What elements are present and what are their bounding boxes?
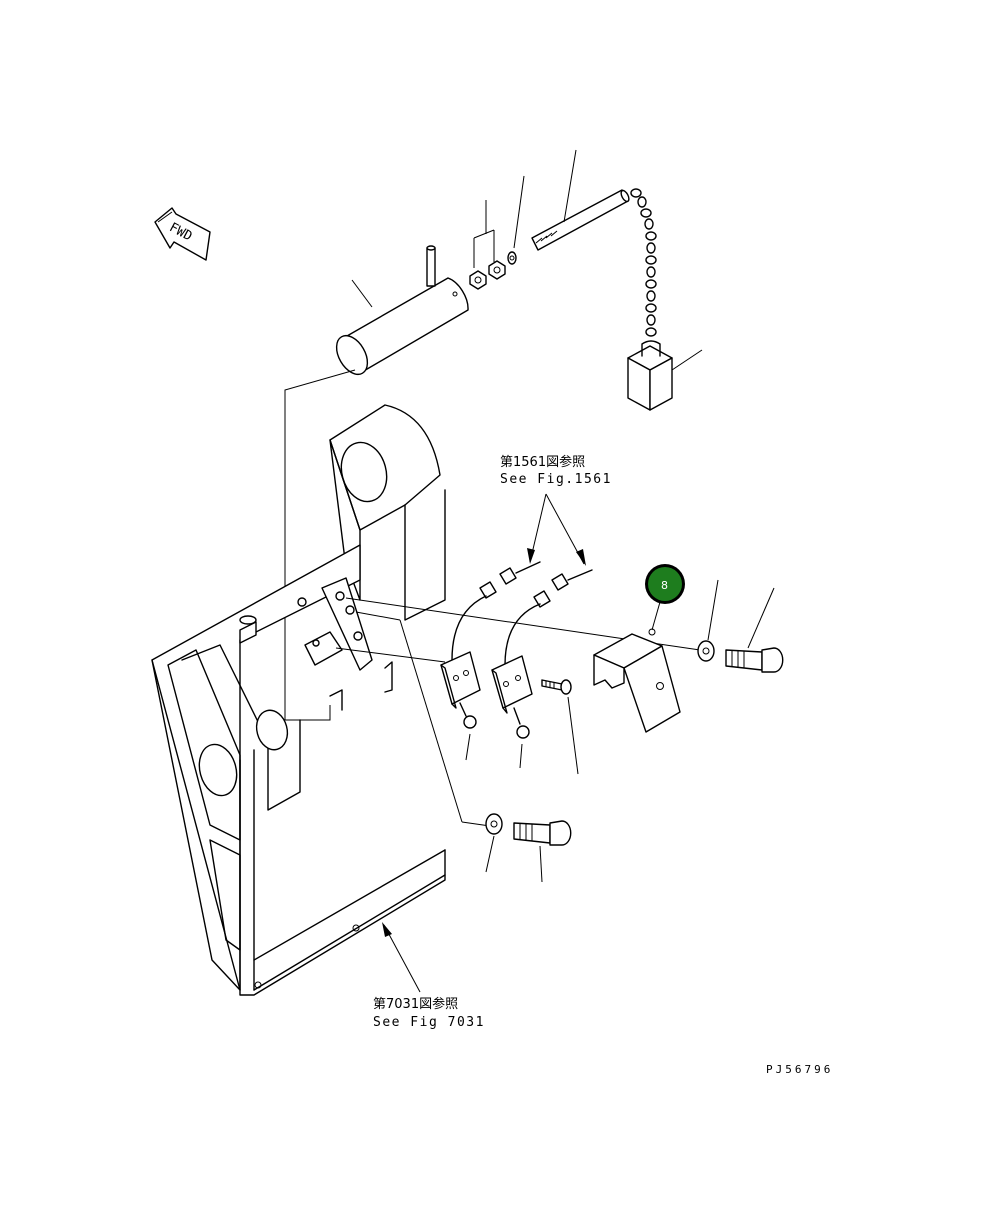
weight-block xyxy=(627,340,673,411)
drawing-id: PJ56796 xyxy=(766,1063,833,1076)
small-screw xyxy=(541,679,572,695)
limit-switch-2 xyxy=(491,655,533,739)
limit-switch-1 xyxy=(440,651,481,729)
ref-bottom-en: See Fig 7031 xyxy=(373,1015,485,1030)
fwd-arrow-icon: FWD xyxy=(154,207,211,261)
bolt-right xyxy=(725,647,784,673)
pin-cylinder xyxy=(335,245,469,376)
nut-washer-set xyxy=(469,251,517,290)
switch-bracket xyxy=(297,577,373,671)
threaded-rod xyxy=(531,189,630,251)
cover-bracket xyxy=(593,628,681,733)
ref-top-jp: 第1561図参照 xyxy=(500,454,585,470)
bolt-lower xyxy=(513,820,572,846)
callout-badge-8: 8 xyxy=(645,564,685,631)
wire-connector-2 xyxy=(504,569,593,666)
ref-top-arrows xyxy=(527,493,586,566)
ref-bottom-jp: 第7031図参照 xyxy=(373,996,458,1012)
chain xyxy=(630,188,657,337)
washer-lower xyxy=(485,813,503,835)
wire-connector-1 xyxy=(451,561,541,661)
ref-bottom-arrow xyxy=(382,922,421,993)
ref-top-en: See Fig.1561 xyxy=(500,472,612,487)
lever-arm xyxy=(329,404,446,621)
badge-number: 8 xyxy=(661,579,668,592)
washer-right xyxy=(697,640,715,662)
bracket-plate xyxy=(151,544,446,996)
